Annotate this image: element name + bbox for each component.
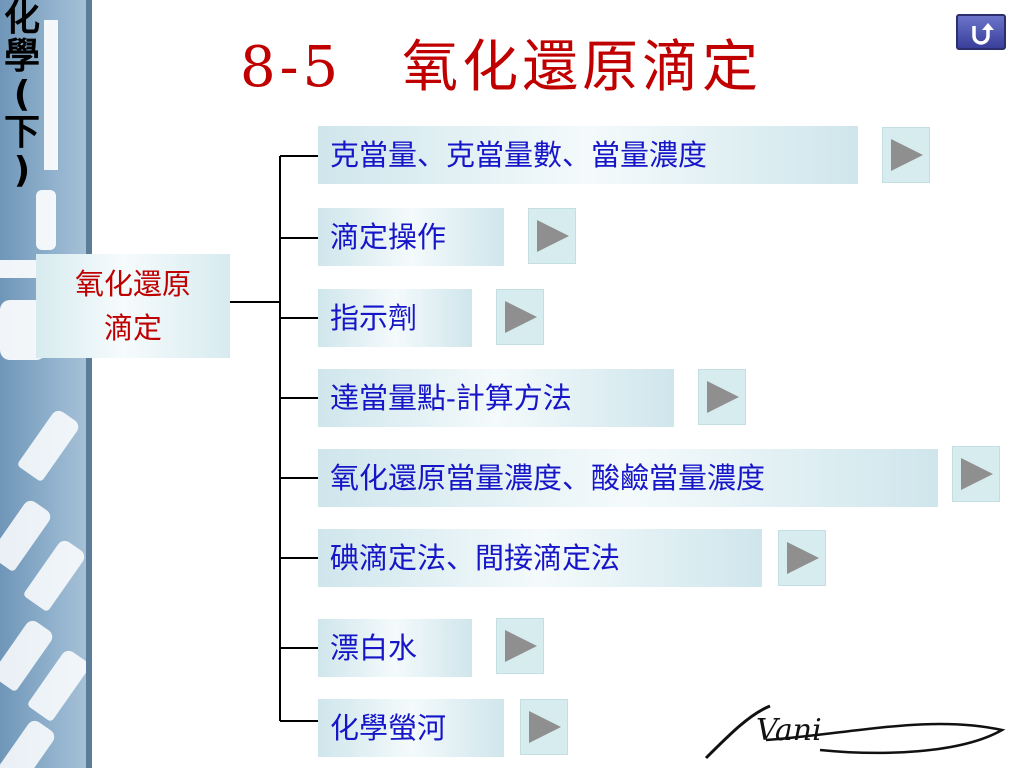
topic-item-iodometry[interactable]: 碘滴定法、間接滴定法 [318, 529, 762, 587]
topic-item-label: 碘滴定法、間接滴定法 [330, 541, 621, 575]
play-button-redox-concentration[interactable] [952, 446, 1000, 502]
play-arrow-icon [961, 458, 993, 490]
topic-item-label: 漂白水 [330, 631, 418, 665]
course-title-char: ( [13, 74, 31, 115]
play-button-equivalent[interactable] [882, 127, 930, 183]
topic-item-label: 化學螢河 [330, 711, 447, 745]
play-arrow-icon [537, 220, 569, 252]
topic-item-label: 達當量點-計算方法 [330, 381, 572, 415]
play-arrow-icon [707, 381, 739, 413]
play-arrow-icon [505, 630, 537, 662]
course-title: 化 學 ( 下 ) [0, 0, 44, 190]
play-arrow-icon [787, 542, 819, 574]
play-button-indicator[interactable] [496, 289, 544, 345]
play-arrow-icon [891, 139, 923, 171]
course-title-char: 化 [3, 0, 40, 39]
page-title: 8-5 氧化還原滴定 [240, 35, 763, 100]
topic-item-indicator[interactable]: 指示劑 [318, 289, 472, 347]
play-arrow-icon [505, 301, 537, 333]
topic-item-label: 滴定操作 [330, 220, 447, 254]
course-title-char: ) [13, 150, 31, 191]
play-button-bleach[interactable] [496, 618, 544, 674]
topic-root-line: 氧化還原 [74, 267, 191, 301]
topic-item-titration[interactable]: 滴定操作 [318, 208, 504, 266]
side-decoration: 化 學 ( 下 ) [0, 0, 92, 768]
play-arrow-icon [529, 711, 561, 743]
topic-item-redox-concentration[interactable]: 氧化還原當量濃度、酸鹼當量濃度 [318, 449, 938, 507]
return-button[interactable] [956, 14, 1006, 50]
play-button-titration[interactable] [528, 208, 576, 264]
play-button-iodometry[interactable] [778, 530, 826, 586]
topic-root-box: 氧化還原 滴定 [36, 254, 230, 358]
course-title-char: 下 [3, 112, 40, 153]
topic-root-line: 滴定 [103, 311, 162, 345]
signature-text: Vani [756, 713, 822, 748]
topic-item-equivalence-point[interactable]: 達當量點-計算方法 [318, 369, 674, 427]
topic-item-equivalent[interactable]: 克當量、克當量數、當量濃度 [318, 126, 858, 184]
play-button-equivalence-point[interactable] [698, 369, 746, 425]
course-title-char: 學 [3, 36, 40, 77]
topic-item-label: 指示劑 [330, 301, 418, 335]
return-icon [972, 23, 994, 45]
play-button-chemistry-firefly[interactable] [520, 699, 568, 755]
topic-item-bleach[interactable]: 漂白水 [318, 619, 472, 677]
signature-logo: Vani [704, 704, 1006, 760]
topic-item-label: 克當量、克當量數、當量濃度 [330, 138, 708, 172]
topic-item-label: 氧化還原當量濃度、酸鹼當量濃度 [330, 461, 766, 495]
topic-item-chemistry-firefly[interactable]: 化學螢河 [318, 699, 504, 757]
